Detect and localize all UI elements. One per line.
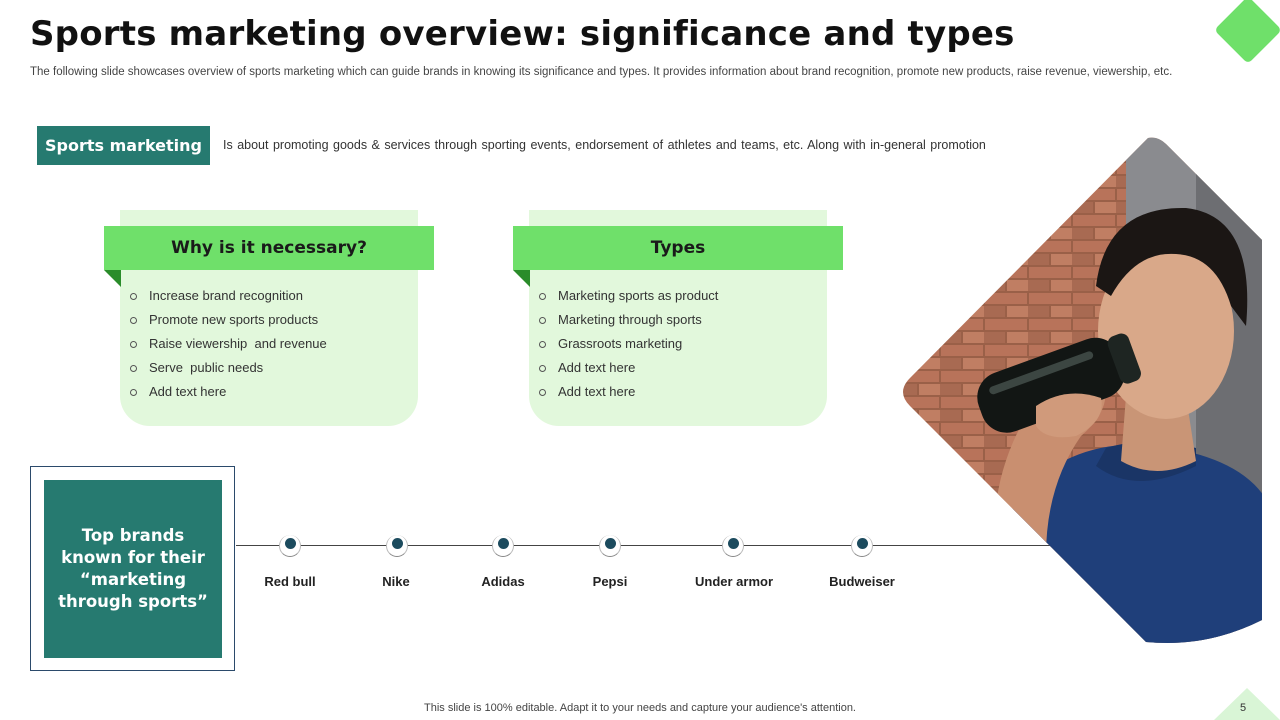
page-corner-decoration [1214,688,1280,720]
list-item: Add text here [120,380,327,404]
card-types-heading: Types [513,226,843,270]
bullet-circle-icon [539,364,546,372]
slide-subtitle: The following slide showcases overview o… [30,66,1173,78]
brand-label: Budweiser [829,574,895,589]
list-item-text: Add text here [149,384,227,399]
list-item-text: Grassroots marketing [558,336,683,351]
bullet-circle-icon [130,388,137,396]
slide-title: Sports marketing overview: significance … [30,14,1015,54]
bullet-circle-icon [130,316,137,324]
brand-label: Red bull [264,574,316,589]
brands-heading-box: Top brands known for their “marketing th… [44,480,222,658]
athlete-photo-illustration [903,137,1262,644]
bullet-circle-icon [539,316,546,324]
timeline-node-icon [279,535,301,557]
page-number: 5 [1240,702,1247,714]
bullet-circle-icon [130,292,137,300]
page-corner-triangle [1214,688,1280,720]
brand-label: Pepsi [592,574,628,589]
bullet-circle-icon [539,292,546,300]
bullet-circle-icon [130,340,137,348]
definition-text: Is about promoting goods & services thro… [223,138,986,152]
brands-frame [30,466,235,671]
list-item-text: Raise viewership and revenue [149,336,327,351]
card-why-list: Increase brand recognition Promote new s… [120,284,327,404]
timeline-node-icon [722,535,744,557]
bullet-circle-icon [539,340,546,348]
list-item: Add text here [529,380,718,404]
bullet-circle-icon [539,388,546,396]
timeline-node-icon [386,535,408,557]
card-why-heading: Why is it necessary? [104,226,434,270]
athlete-photo [896,136,1264,648]
brands-timeline [236,545,1096,546]
list-item: Serve public needs [120,356,327,380]
list-item: Add text here [529,356,718,380]
card-types-fold [513,270,530,287]
bullet-circle-icon [130,364,137,372]
slide-footer: This slide is 100% editable. Adapt it to… [424,702,856,714]
diamond-decoration-icon [1214,0,1280,64]
list-item-text: Add text here [558,384,636,399]
brand-label: Nike [382,574,410,589]
list-item: Marketing through sports [529,308,718,332]
list-item-text: Marketing through sports [558,312,702,327]
list-item-text: Increase brand recognition [149,288,303,303]
list-item-text: Add text here [558,360,636,375]
timeline-node-icon [492,535,514,557]
timeline-node-icon [851,535,873,557]
timeline-node-icon [599,535,621,557]
card-why-fold [104,270,121,287]
list-item: Increase brand recognition [120,284,327,308]
list-item: Grassroots marketing [529,332,718,356]
list-item: Raise viewership and revenue [120,332,327,356]
list-item-text: Serve public needs [149,360,264,375]
brand-label: Under armor [694,574,774,589]
card-types-list: Marketing sports as product Marketing th… [529,284,718,404]
list-item-text: Promote new sports products [149,312,319,327]
list-item-text: Marketing sports as product [558,288,719,303]
brand-label: Adidas [481,574,525,589]
definition-tag: Sports marketing [37,126,210,165]
list-item: Marketing sports as product [529,284,718,308]
list-item: Promote new sports products [120,308,327,332]
